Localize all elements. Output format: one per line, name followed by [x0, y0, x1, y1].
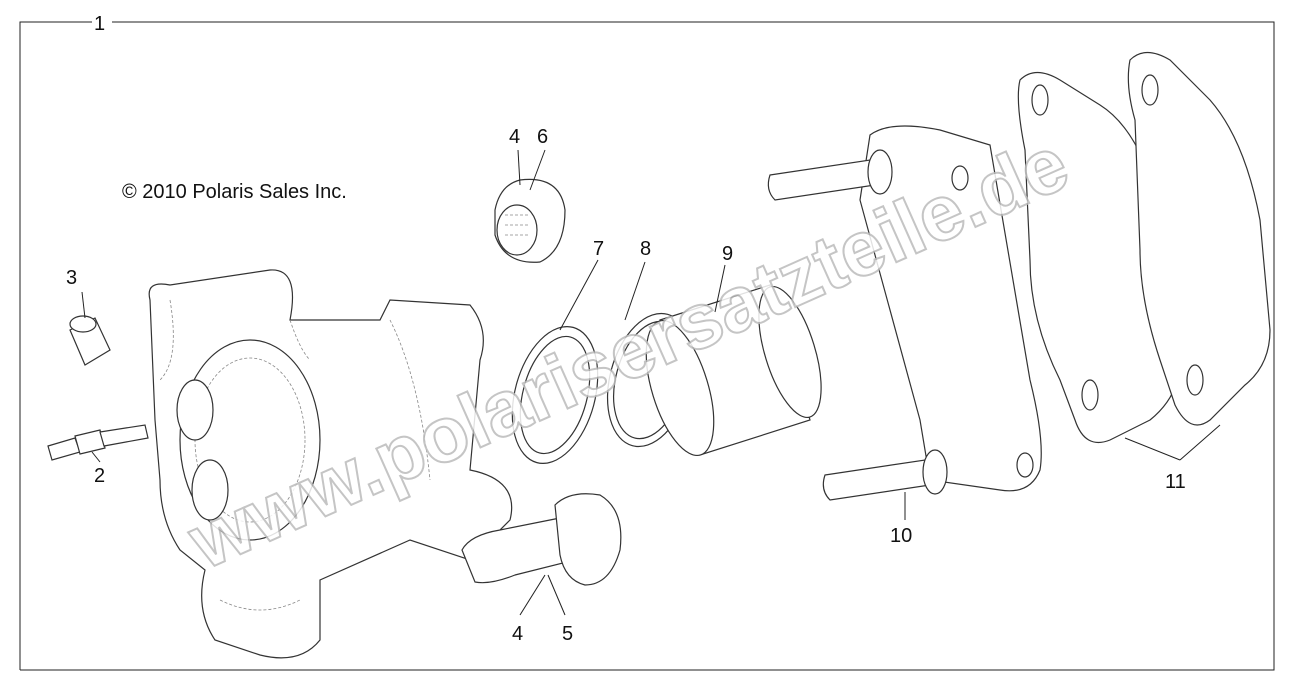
callout-2: 2 — [94, 465, 105, 487]
callout-10: 10 — [890, 525, 912, 547]
piston — [645, 284, 822, 457]
callout-4-upper: 4 — [509, 126, 520, 148]
bleeder-cap — [69, 315, 111, 366]
callout-1: 1 — [94, 13, 105, 35]
piston-seal — [511, 325, 599, 465]
callout-7: 7 — [593, 238, 604, 260]
copyright-text: © 2010 Polaris Sales Inc. — [122, 181, 347, 203]
caliper-bracket — [767, 125, 1042, 501]
piston-boot-upper — [494, 178, 566, 263]
brake-pads — [1017, 51, 1271, 444]
callout-4-lower: 4 — [512, 623, 523, 645]
caliper-body — [148, 269, 513, 659]
callout-3: 3 — [66, 267, 77, 289]
callout-8: 8 — [640, 238, 651, 260]
callout-11: 11 — [1165, 471, 1186, 493]
leader-lines — [81, 149, 1221, 616]
callout-9: 9 — [722, 243, 733, 265]
callout-5: 5 — [562, 623, 573, 645]
slide-pin-lower — [461, 493, 622, 586]
bleeder-screw — [47, 424, 149, 461]
diagram-frame — [19, 21, 1275, 671]
callout-6: 6 — [537, 126, 548, 148]
